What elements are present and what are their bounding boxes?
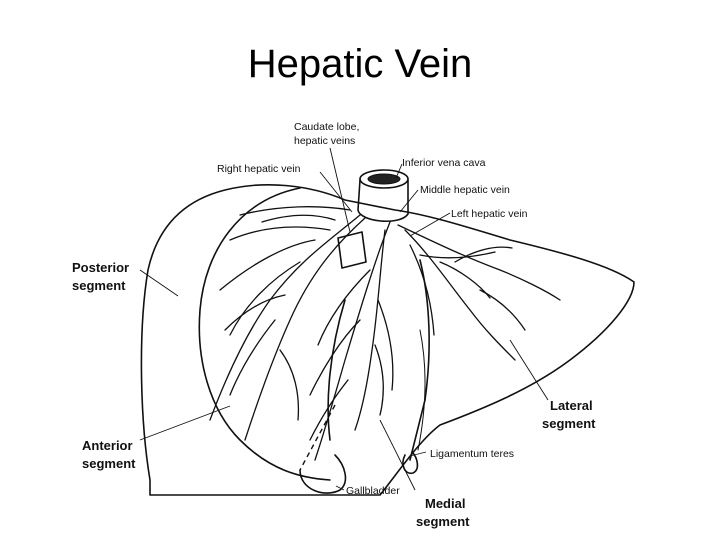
- label-anterior-segment-line1: Anterior: [82, 438, 133, 453]
- liver-outline: [140, 184, 635, 496]
- label-ligamentum-teres: Ligamentum teres: [430, 448, 514, 460]
- label-medial-segment-line1: Medial: [425, 496, 465, 511]
- label-middle-hepatic-vein: Middle hepatic vein: [420, 184, 510, 196]
- middle-hepatic-vein-branches: [309, 221, 394, 461]
- label-lateral-segment-line1: Lateral: [550, 398, 593, 413]
- left-hepatic-vein-branches: [397, 224, 561, 361]
- label-caudate-lobe-line1: Caudate lobe,: [294, 121, 359, 133]
- right-hepatic-vein-branches: [209, 206, 366, 441]
- ligamentum-teres-shape: [402, 329, 426, 475]
- label-lateral-segment-line2: segment: [542, 416, 596, 431]
- slide-title: Hepatic Vein: [247, 42, 473, 86]
- label-inferior-vena-cava: Inferior vena cava: [402, 157, 486, 169]
- label-left-hepatic-vein: Left hepatic vein: [451, 208, 528, 220]
- label-right-hepatic-vein: Right hepatic vein: [217, 163, 301, 175]
- label-caudate-lobe-line2: hepatic veins: [294, 135, 355, 147]
- label-medial-segment-line2: segment: [416, 514, 470, 529]
- label-anterior-segment-line2: segment: [82, 456, 136, 471]
- label-posterior-segment-line1: Posterior: [72, 260, 129, 275]
- label-posterior-segment-line2: segment: [72, 278, 126, 293]
- label-gallbladder: Gallbladder: [346, 485, 400, 497]
- inferior-vena-cava-shape: [357, 169, 409, 223]
- caudate-lobe-shape: [337, 231, 367, 269]
- leader-lines: [139, 147, 549, 491]
